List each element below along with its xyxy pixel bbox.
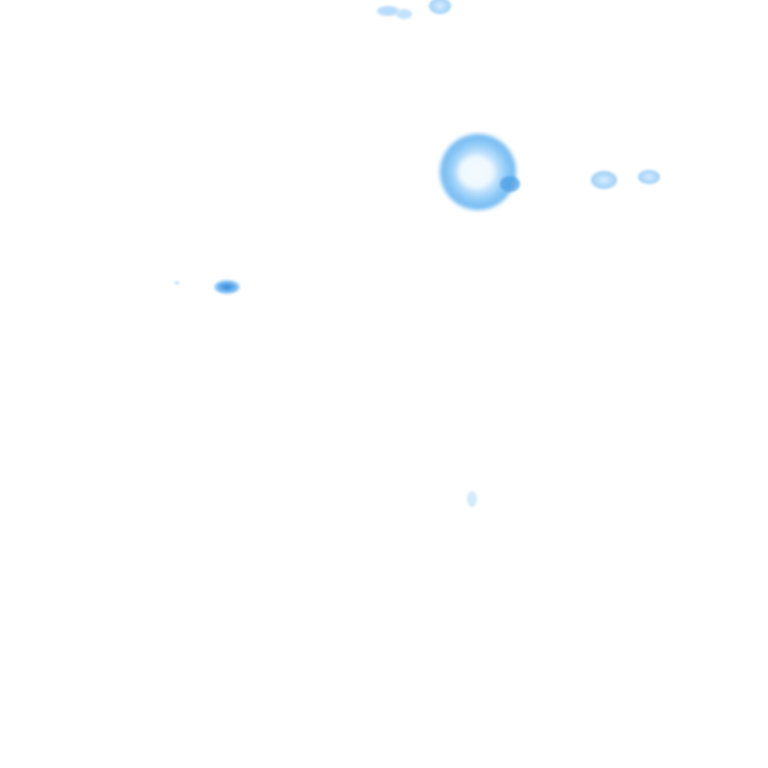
blob-main xyxy=(440,134,520,210)
blob-top-left xyxy=(377,6,399,16)
blob-left-speck xyxy=(174,281,180,285)
blob-bottom xyxy=(467,491,477,507)
blob-top-left-2 xyxy=(396,9,412,19)
blob-top-right xyxy=(429,0,451,14)
blob-right-2 xyxy=(638,170,660,184)
blob-right-1 xyxy=(591,171,617,189)
blob-left xyxy=(214,280,240,294)
